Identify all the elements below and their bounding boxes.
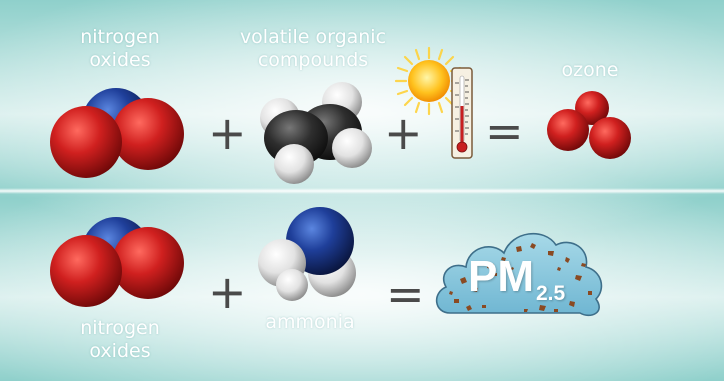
plus-sign: +: [384, 106, 423, 160]
hydrogen-atom: [276, 269, 308, 301]
no2-label-line1: nitrogen: [80, 26, 160, 48]
particulate-cloud: [435, 232, 603, 317]
equals-sign: =: [485, 104, 524, 158]
cloud-shape: [435, 232, 603, 317]
no2-label-line1: nitrogen: [80, 317, 160, 339]
no2-molecule-bottom: [50, 217, 184, 307]
particle-specks: [449, 243, 592, 312]
no2-label-line2: oxides: [89, 340, 151, 362]
plus-sign: +: [208, 106, 247, 160]
pm25-reaction-row: nitrogen oxides + ammonia =: [0, 191, 724, 381]
no2-label-line2: oxides: [89, 49, 151, 71]
voc-label-line2: compounds: [257, 49, 369, 71]
pm-label: PM: [468, 252, 534, 301]
plus-sign: +: [208, 265, 247, 319]
oxygen-atom: [50, 235, 122, 307]
ozone-label: ozone: [561, 59, 619, 81]
sun-icon: [394, 46, 464, 116]
voc-label: volatile organic compounds: [218, 26, 408, 72]
ammonia-molecule: [258, 207, 356, 301]
ammonia-label: ammonia: [265, 311, 355, 333]
oxygen-atom: [112, 227, 184, 299]
oxygen-atom: [112, 98, 184, 170]
thermometer-icon: [451, 67, 473, 159]
ozone-molecule: [547, 91, 631, 159]
sun-disc: [408, 60, 450, 102]
row-divider: [0, 188, 724, 194]
voc-molecule: [260, 82, 372, 184]
oxygen-atom: [50, 106, 122, 178]
oxygen-atom: [547, 109, 589, 151]
no2-label-bottom: nitrogen oxides: [60, 317, 180, 363]
no2-label-top: nitrogen oxides: [60, 26, 180, 72]
ozone-reaction-row: nitrogen oxides volatile organic compoun…: [0, 0, 724, 190]
hydrogen-atom: [332, 128, 372, 168]
voc-label-line1: volatile organic: [239, 26, 387, 48]
pm-subscript: 2.5: [536, 282, 566, 305]
hydrogen-atom: [274, 144, 314, 184]
oxygen-atom: [589, 117, 631, 159]
no2-molecule-top: [50, 88, 184, 178]
equals-sign: =: [386, 267, 425, 321]
